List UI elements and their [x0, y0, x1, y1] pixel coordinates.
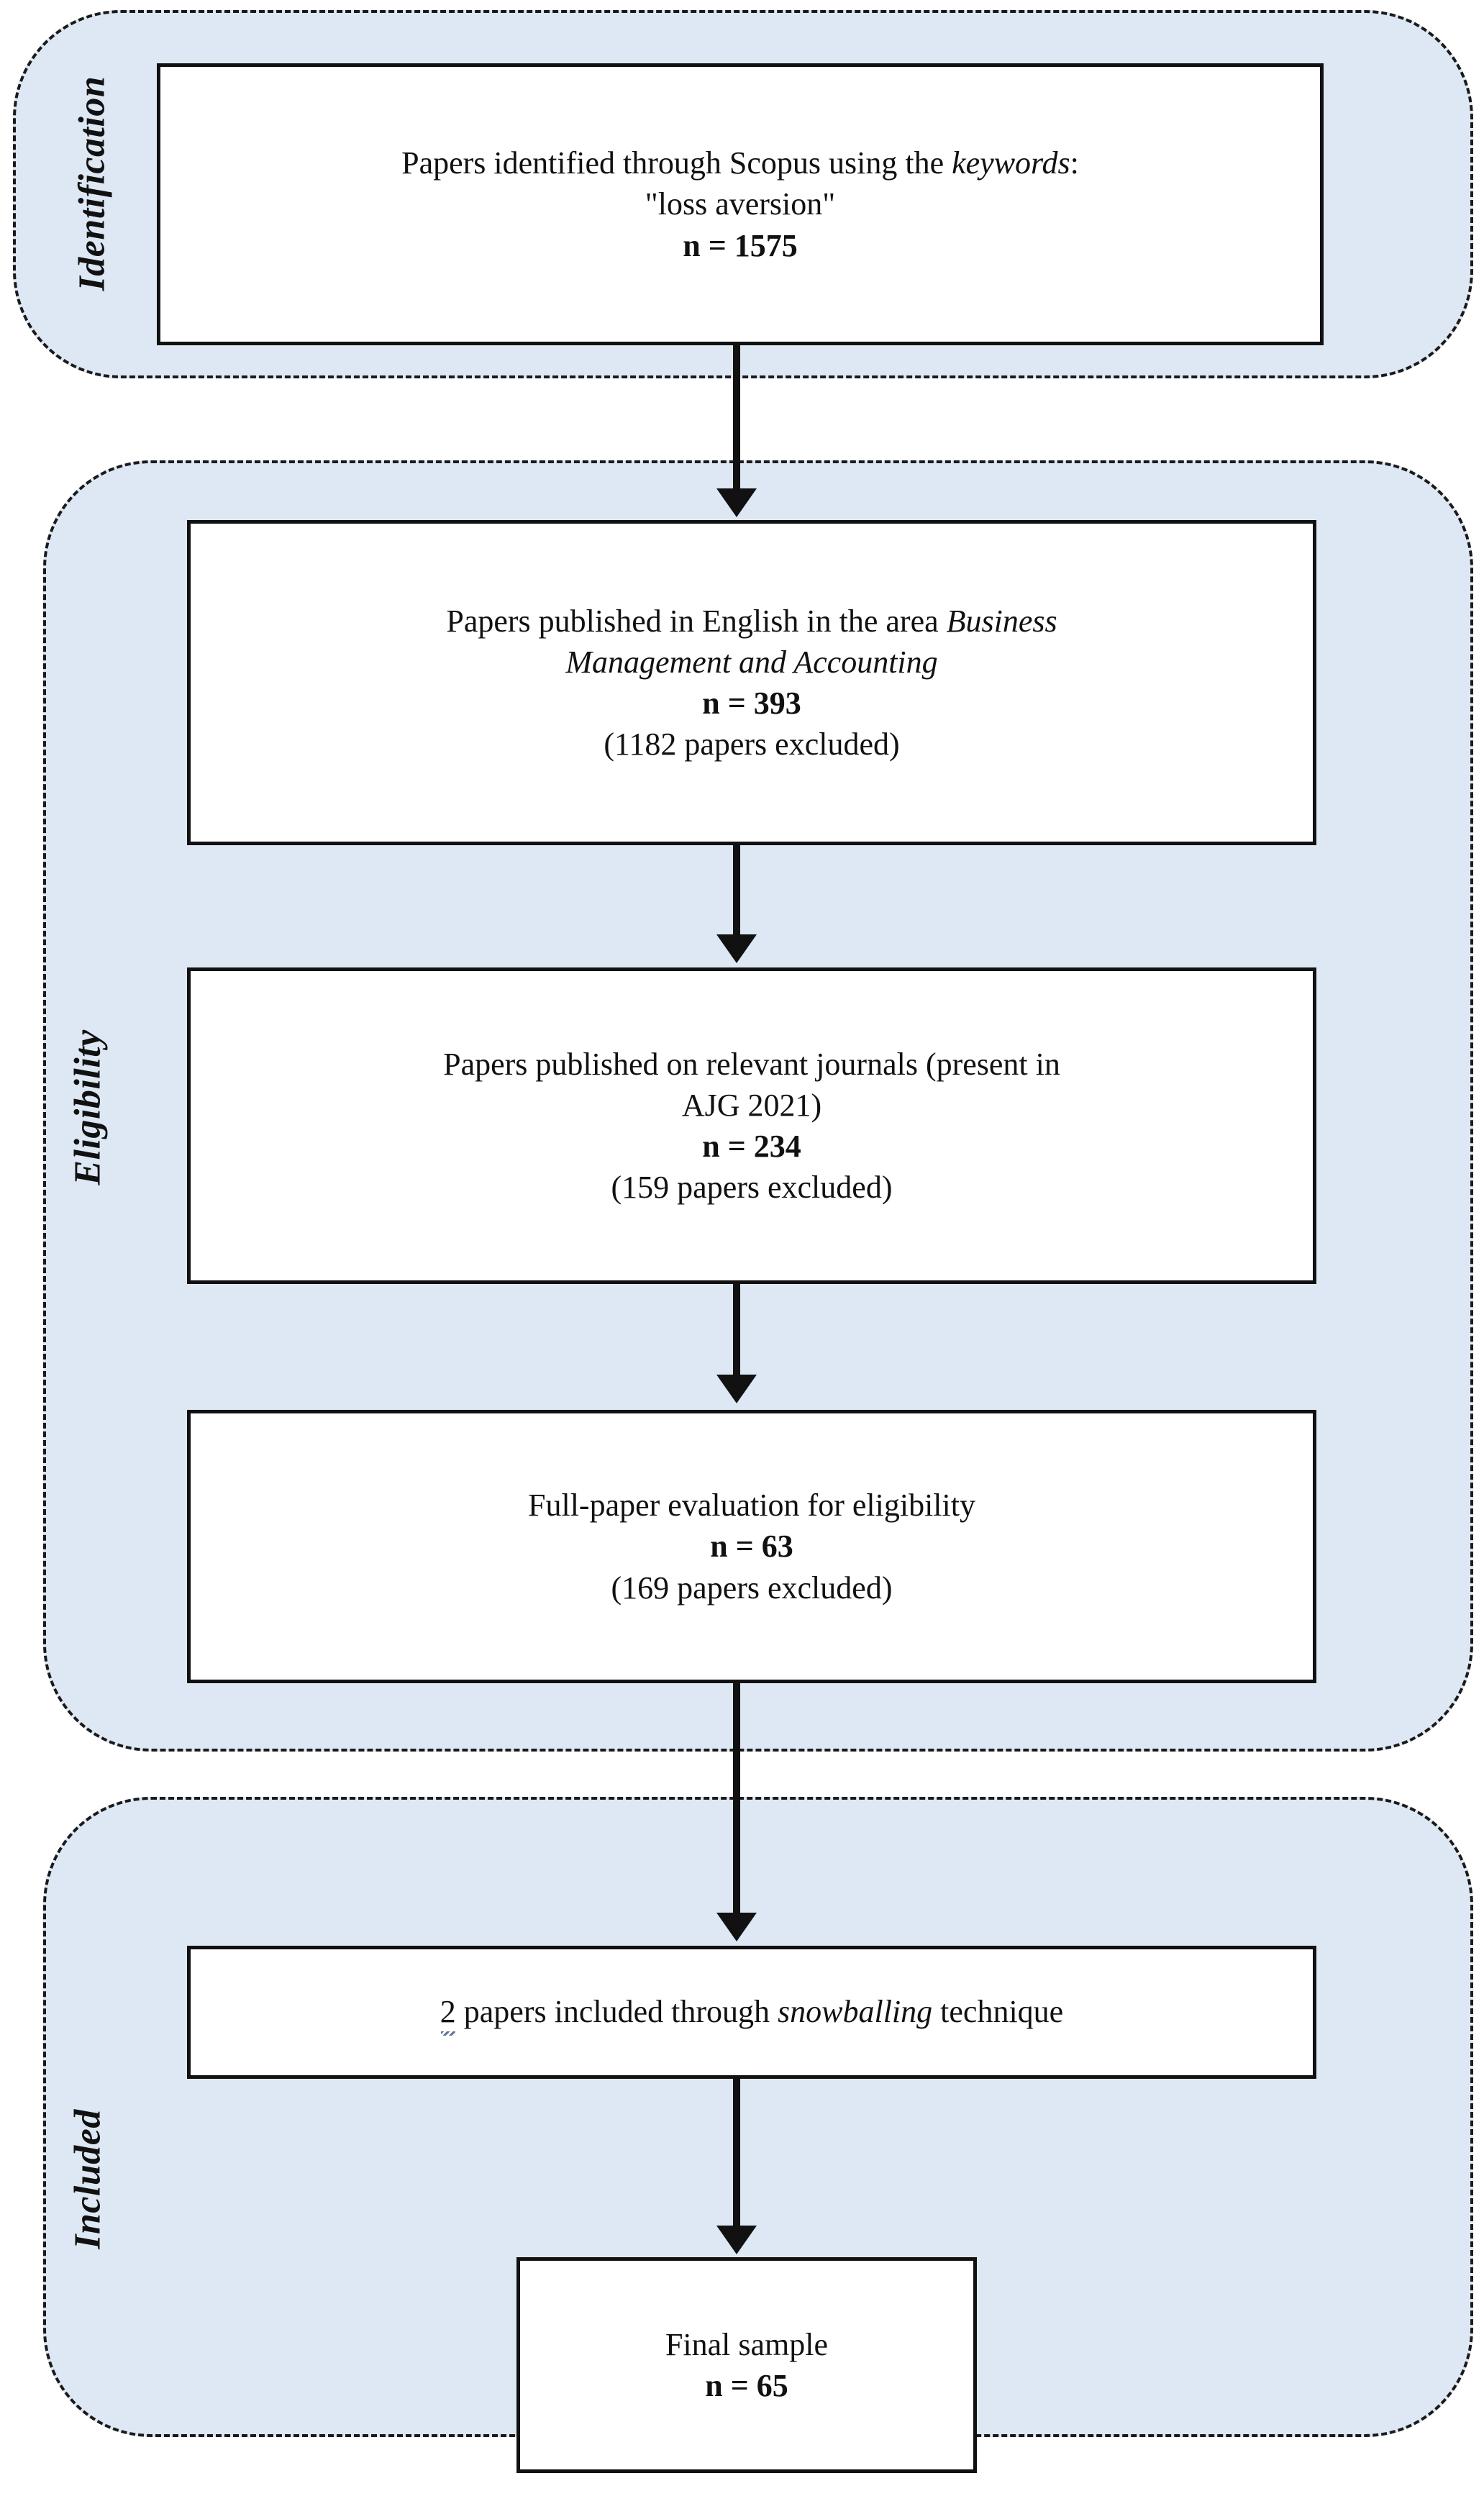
box-papers-english: Papers published in English in the area … [187, 520, 1316, 845]
box-snowball-text-post: technique [932, 1993, 1064, 2029]
box-journals-count-value: n = 234 [702, 1129, 801, 1164]
box-english-area-italic-1: Business [946, 603, 1057, 639]
arrow-fullpaper-to-snowball [733, 1683, 740, 1917]
box-identified-keyword-string: "loss aversion" [645, 186, 836, 222]
box-fullpaper-excluded: (169 papers excluded) [611, 1570, 893, 1606]
box-identified-line1-post: : [1070, 145, 1079, 181]
box-identified-count: n = 1575 [179, 225, 1301, 266]
box-snowball-line1: 2 papers included through snowballing te… [209, 1991, 1294, 2036]
box-identified-count-value: n = 1575 [683, 227, 798, 263]
box-full-paper-evaluation: Full-paper evaluation for eligibility n … [187, 1410, 1316, 1683]
box-snowball-technique-italic: snowballing [778, 1993, 933, 2029]
box-final-sample: Final sample n = 65 [516, 2257, 977, 2473]
box-fullpaper-line1: Full-paper evaluation for eligibility [528, 1488, 975, 1524]
box-identified-line1: Papers identified through Scopus using t… [179, 142, 1301, 183]
box-journals-line2: AJG 2021) [681, 1087, 822, 1123]
box-english-line1: Papers published in English in the area … [209, 601, 1294, 642]
box-journals-line1: Papers published on relevant journals (p… [443, 1046, 1060, 1082]
box-english-line1-pre: Papers published in English in the area [446, 603, 947, 639]
box-english-line2: Management and Accounting [209, 642, 1294, 683]
box-final-count-value: n = 65 [705, 2368, 788, 2403]
arrow-identified-to-english [733, 345, 740, 493]
box-fullpaper-count: n = 63 [209, 1526, 1294, 1567]
stage-label-eligibility: Eligibility [67, 1029, 109, 1185]
box-journals-excluded: (159 papers excluded) [611, 1170, 893, 1206]
box-english-count-value: n = 393 [702, 686, 801, 721]
box-snowballing-papers: 2 papers included through snowballing te… [187, 1946, 1316, 2079]
stage-label-included: Included [67, 2109, 109, 2249]
box-journals-count: n = 234 [209, 1126, 1294, 1167]
box-identified-line1-pre: Papers identified through Scopus using t… [401, 145, 952, 181]
arrow-snowball-to-final [733, 2079, 740, 2230]
box-final-count: n = 65 [539, 2365, 955, 2406]
box-papers-relevant-journals: Papers published on relevant journals (p… [187, 967, 1316, 1284]
box-papers-identified: Papers identified through Scopus using t… [157, 63, 1324, 345]
box-fullpaper-count-value: n = 63 [710, 1529, 793, 1565]
arrow-journals-to-fullpaper [733, 1284, 740, 1379]
box-english-excluded: (1182 papers excluded) [604, 727, 900, 762]
box-snowball-text-pre: papers included through [455, 1993, 778, 2029]
stage-label-identification: Identification [71, 76, 113, 291]
arrow-english-to-journals [733, 845, 740, 939]
box-snowball-number: 2 [440, 1991, 456, 2036]
box-final-line1: Final sample [665, 2326, 829, 2362]
box-english-area-italic-2: Management and Accounting [565, 644, 938, 680]
box-english-count: n = 393 [209, 683, 1294, 724]
box-identified-keywords-italic: keywords [952, 145, 1070, 181]
